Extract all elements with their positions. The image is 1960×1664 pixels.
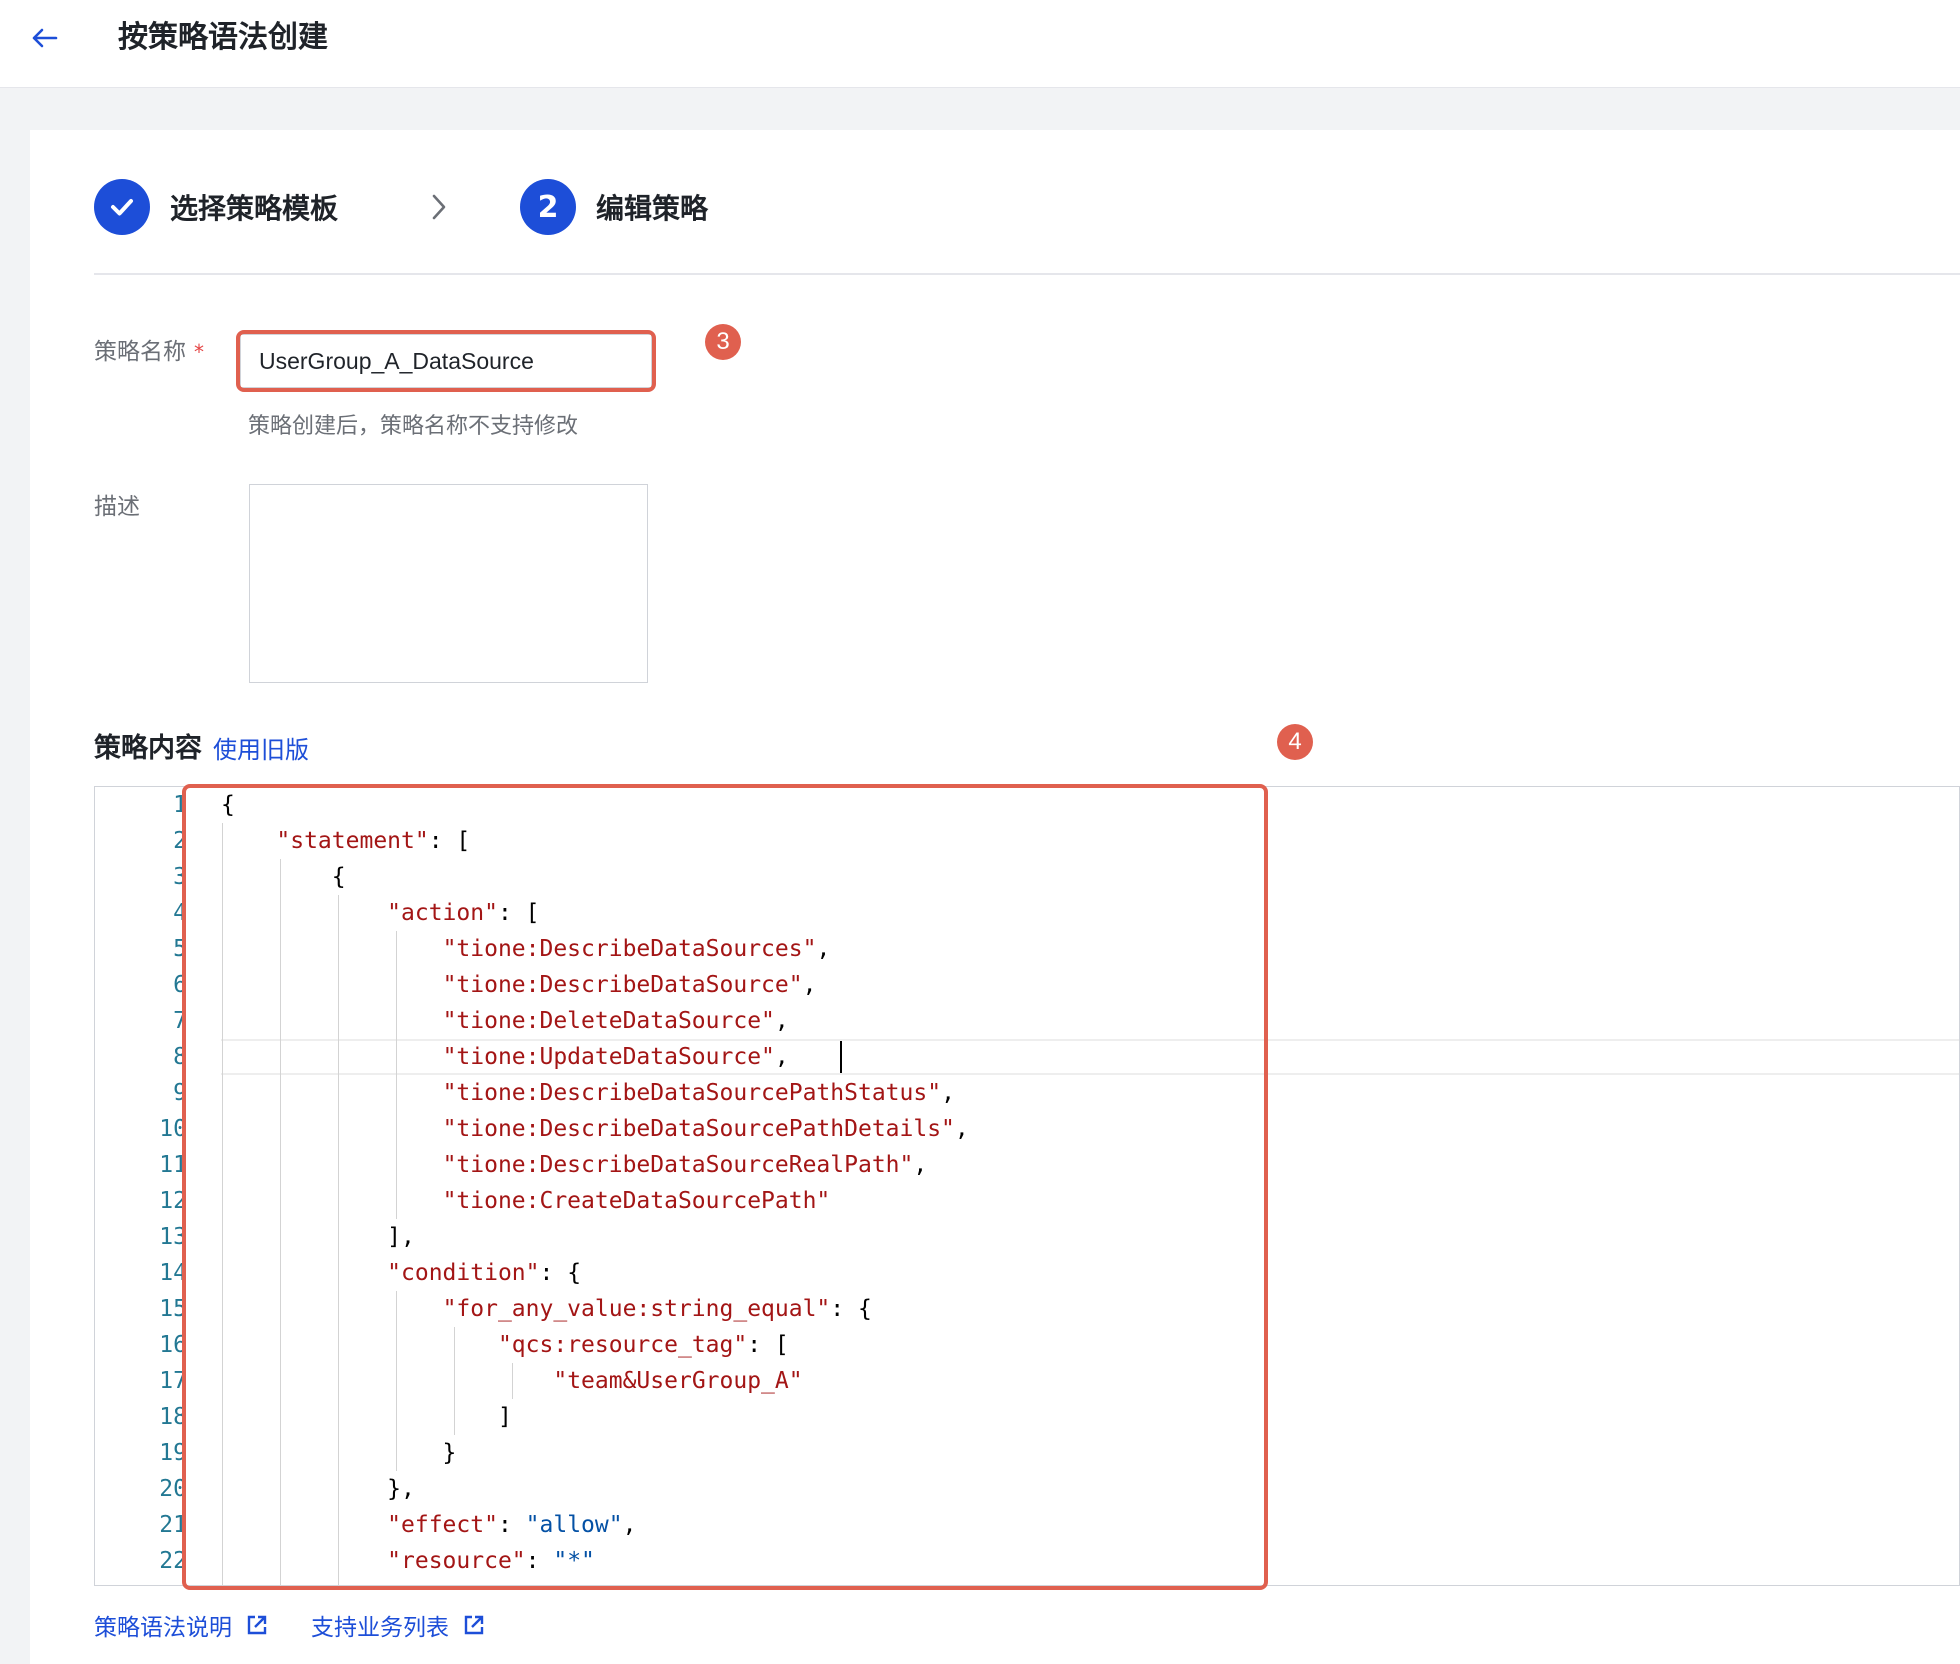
code-line: }, (221, 1476, 415, 1502)
code-editor[interactable]: 1 2 3 4 5 6 7 8 9 10 11 12 13 14 15 16 1… (94, 786, 1960, 1586)
step-label: 选择策略模板 (170, 192, 339, 225)
description-textarea[interactable] (249, 484, 648, 683)
step-select-template[interactable]: 选择策略模板 (94, 178, 338, 236)
supported-services-link[interactable]: 支持业务列表 (311, 1608, 485, 1642)
code-line: "tione:DescribeDataSource", (442, 972, 817, 998)
code-line: { (221, 792, 235, 818)
code-line: ], (221, 1224, 415, 1250)
line-number: 3 (173, 864, 187, 890)
code-line: "resource": "*" (387, 1548, 595, 1574)
line-number: 20 (159, 1476, 187, 1502)
line-number: 6 (173, 972, 187, 998)
policy-content-title: 策略内容 (94, 733, 202, 764)
line-number: 17 (159, 1368, 187, 1394)
line-number: 11 (159, 1152, 187, 1178)
current-line-highlight (221, 1039, 1959, 1075)
code-line: "tione:DescribeDataSourceRealPath", (442, 1152, 928, 1178)
line-number: 9 (173, 1080, 187, 1106)
policy-name-label-text: 策略名称 (94, 339, 186, 365)
code-line: "tione:CreateDataSourcePath" (442, 1188, 831, 1214)
step-done-circle (94, 179, 150, 235)
code-line: "tione:DescribeDataSourcePathStatus", (442, 1080, 955, 1106)
page-title: 按策略语法创建 (118, 20, 328, 55)
code-line: { (221, 864, 346, 890)
indent-guide (338, 895, 339, 1585)
code-line: "tione:DeleteDataSource", (442, 1008, 789, 1034)
line-number: 22 (159, 1548, 187, 1574)
code-line: "condition": { (387, 1260, 582, 1286)
code-line: "qcs:resource_tag": [ (497, 1332, 789, 1358)
code-line: "tione:UpdateDataSource", (442, 1044, 789, 1070)
code-line: "tione:DescribeDataSources", (442, 936, 831, 962)
code-line: "action": [ (387, 900, 540, 926)
code-line: } (221, 1440, 457, 1466)
line-number: 18 (159, 1404, 187, 1430)
line-number: 21 (159, 1512, 187, 1538)
annotation-badge-3: 3 (705, 324, 741, 360)
top-bar: 按策略语法创建 (0, 0, 1960, 88)
policy-name-hint: 策略创建后，策略名称不支持修改 (248, 414, 579, 439)
description-label: 描述 (94, 494, 140, 520)
required-star: * (194, 340, 204, 364)
annotation-badge-4: 4 (1277, 724, 1313, 760)
policy-syntax-doc-link-text: 策略语法说明 (94, 1615, 232, 1641)
step-edit-policy[interactable]: 2 编辑策略 (520, 178, 708, 236)
line-number: 4 (173, 900, 187, 926)
divider (94, 273, 1960, 275)
step-label: 编辑策略 (596, 192, 709, 225)
indent-guide (396, 1291, 397, 1471)
line-number: 19 (159, 1440, 187, 1466)
line-number: 2 (173, 828, 187, 854)
external-link-icon (464, 1615, 484, 1635)
chevron-right-icon (432, 194, 446, 220)
line-number: 5 (173, 936, 187, 962)
line-number: 7 (173, 1008, 187, 1034)
line-number: 10 (159, 1116, 187, 1142)
indent-guide (222, 823, 223, 1585)
line-number-gutter: 1 2 3 4 5 6 7 8 9 10 11 12 13 14 15 16 1… (95, 787, 187, 1585)
stepper: 选择策略模板 2 编辑策略 (94, 178, 994, 238)
line-number: 16 (159, 1332, 187, 1358)
external-link-icon (247, 1615, 267, 1635)
back-arrow-icon[interactable] (28, 22, 60, 54)
indent-guide (280, 859, 281, 1585)
policy-syntax-doc-link[interactable]: 策略语法说明 (94, 1608, 268, 1642)
use-old-version-link[interactable]: 使用旧版 (213, 736, 309, 764)
checkmark-icon (111, 199, 133, 216)
indent-guide (454, 1327, 455, 1435)
line-number: 13 (159, 1224, 187, 1250)
policy-name-input[interactable] (240, 334, 652, 388)
line-number: 15 (159, 1296, 187, 1322)
code-line: "for_any_value:string_equal": { (442, 1296, 872, 1322)
indent-guide (396, 931, 397, 1219)
code-line: "tione:DescribeDataSourcePathDetails", (442, 1116, 969, 1142)
main-card: 选择策略模板 2 编辑策略 策略名称 * 3 策略创建后，策略名称不支持修改 描述… (30, 130, 1960, 1664)
policy-name-label: 策略名称 * (94, 332, 204, 366)
supported-services-link-text: 支持业务列表 (311, 1615, 449, 1641)
code-line: "statement": [ (276, 828, 471, 854)
text-cursor (840, 1041, 842, 1073)
code-line: "effect": "allow", (387, 1512, 637, 1538)
code-line: "team&UserGroup_A" (553, 1368, 803, 1394)
code-line: ] (221, 1404, 512, 1430)
step-number-circle: 2 (520, 179, 576, 235)
line-number: 1 (173, 792, 187, 818)
indent-guide (512, 1363, 513, 1399)
line-number: 8 (173, 1044, 187, 1070)
line-number: 12 (159, 1188, 187, 1214)
line-number: 14 (159, 1260, 187, 1286)
